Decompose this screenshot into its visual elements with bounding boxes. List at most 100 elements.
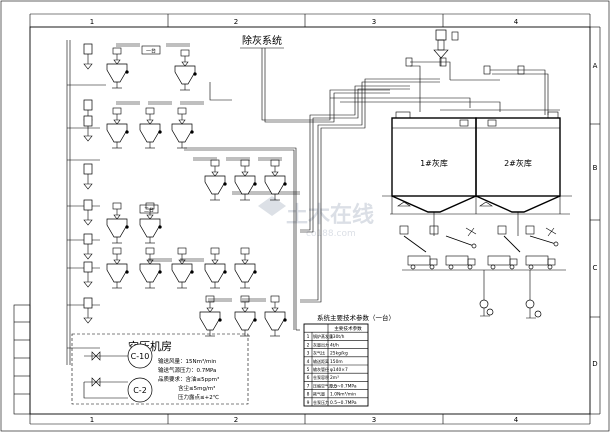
col-label-2: 2 [234, 18, 238, 26]
params-row-number: 8 [307, 392, 310, 398]
pump-vessel [234, 247, 257, 289]
valve-tag [83, 261, 93, 288]
ash-trucks [402, 255, 566, 271]
pump-vessel-layer [83, 43, 287, 337]
equipment-tag [226, 157, 250, 161]
params-row-value: 150m [330, 359, 343, 365]
valve-tag [83, 163, 93, 190]
valve-tag [83, 199, 93, 226]
ash-silo-right: 2#灰库 [475, 111, 561, 236]
watermark-subtext: co188.com [306, 229, 356, 239]
left-title-strip [13, 304, 31, 415]
params-row-value: 4t/h [330, 342, 339, 348]
unit1-label-box [141, 45, 161, 55]
silo-unloading-equipment [399, 225, 559, 253]
truck-4 [525, 255, 556, 270]
col-label-4: 4 [514, 18, 519, 26]
params-row-value: 130t/h [330, 334, 345, 340]
equipment-tag [166, 43, 190, 47]
valve-tag [83, 43, 93, 70]
pump-vessel [264, 295, 287, 337]
params-row-value: 0.5~0.7MPa [330, 400, 357, 406]
valve-tag [83, 233, 93, 260]
pump-vessel [234, 295, 257, 337]
silo-left-label: 1#灰库 [420, 158, 448, 168]
compressor-spec-4: 含尘≤5mg/m³ [178, 384, 215, 392]
pump-vessel [204, 159, 227, 201]
pump-vessel [106, 247, 129, 289]
equipment-tag [180, 258, 204, 262]
equipment-tag [116, 43, 140, 47]
params-row-label: 压缩空气压力 [313, 382, 337, 388]
compressor-spec-5: 压力露点≤+2℃ [178, 393, 219, 401]
params-row-value: 25kg/kg [330, 351, 348, 357]
col-label-1-bottom: 1 [90, 416, 94, 424]
pump-vessel [139, 247, 162, 289]
params-row-number: 7 [307, 383, 310, 389]
compressor-spec-3: 品质要求：含油≤5ppm³ [158, 375, 219, 383]
row-label-b: B [593, 164, 598, 172]
row-label-d: D [592, 360, 597, 368]
equipment-tag [116, 101, 140, 105]
params-row-label: 输送距离 [313, 358, 329, 364]
pump-vessel [204, 247, 227, 289]
col-label-3: 3 [372, 18, 376, 26]
params-row-label: 灰量出力 [313, 341, 329, 347]
params-row-value: φ140×7 [330, 367, 348, 373]
valve-tag [83, 297, 93, 324]
truck-1 [407, 255, 438, 270]
pump-vessel [174, 49, 197, 91]
valve-tag [83, 115, 93, 142]
compressor-room: 空压机房 C-10 C-2 输送风量：15Nm³/min 输送气源压力：0.7M… [71, 333, 249, 405]
pump-vessel [199, 295, 222, 337]
params-row-value: 2m³ [330, 375, 339, 381]
col-label-2-bottom: 2 [234, 416, 238, 424]
params-row-number: 6 [307, 375, 310, 381]
drawing-title: 除灰系统 [242, 34, 282, 47]
params-row-value: 0.5~0.7MPa [330, 383, 357, 389]
params-table-header: 主要技术参数 [334, 325, 362, 332]
params-row-number: 2 [307, 342, 310, 348]
truck-2 [445, 255, 476, 270]
params-table-title: 系统主要技术参数（一台） [317, 313, 395, 322]
pump-vessel [171, 247, 194, 289]
inner-frame [29, 26, 591, 415]
pump-vessel [171, 107, 194, 149]
drain-equipment [479, 270, 542, 319]
params-row-label: 输灰管径 [313, 366, 329, 372]
params-row-label: 仓泵压力 [313, 399, 329, 405]
col-label-1: 1 [90, 18, 94, 26]
silo-right-label: 2#灰库 [504, 158, 532, 168]
pump-vessel [106, 47, 129, 89]
compressor-c2 [127, 377, 153, 403]
equipment-tag [242, 298, 266, 302]
params-row-label: 锅炉蒸发量 [313, 333, 333, 339]
row-label-c: C [593, 264, 598, 272]
watermark-text: 土木在线 [286, 202, 374, 228]
params-row-number: 9 [307, 400, 310, 406]
row-label-a: A [593, 62, 598, 70]
params-row-label: 仓泵容积 [313, 374, 329, 380]
equipment-tag [193, 157, 217, 161]
unit2-label: 二台 [144, 207, 154, 214]
params-row-number: 3 [307, 351, 310, 357]
params-row-number: 1 [307, 334, 310, 340]
equipment-tag [148, 258, 172, 262]
compressor-spec-2: 输送气源压力：0.7MPa [158, 366, 216, 374]
pump-vessel [234, 159, 257, 201]
watermark: 土木在线 co188.com [258, 196, 374, 239]
pump-vessel [264, 159, 287, 201]
params-row-label: 灰气比 [313, 350, 325, 356]
pump-vessel [106, 202, 129, 244]
col-label-4-bottom: 4 [514, 416, 519, 424]
compressor-c10-label: C-10 [131, 352, 150, 361]
unit2-label-box [139, 204, 159, 214]
col-label-3-bottom: 3 [372, 416, 376, 424]
params-row-value: 1.0Nm³/min [330, 392, 356, 398]
equipment-tag [258, 157, 282, 161]
compressor-spec-1: 输送风量：15Nm³/min [158, 357, 217, 365]
